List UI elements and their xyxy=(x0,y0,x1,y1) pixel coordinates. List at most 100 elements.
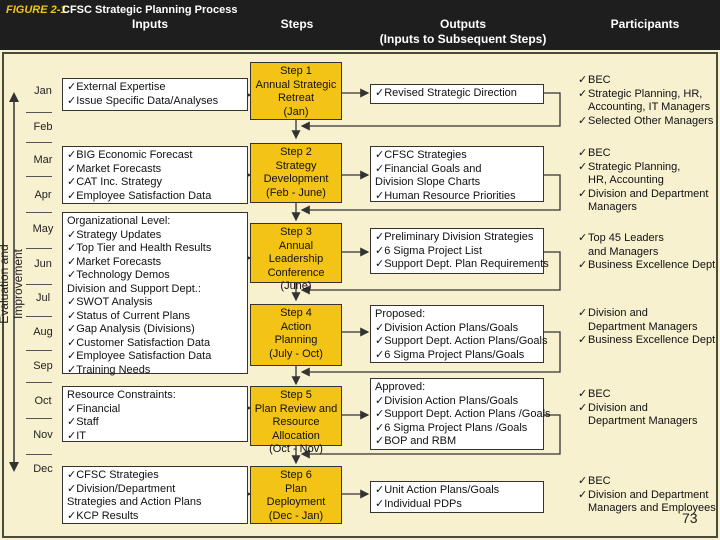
input-item: Division/Department Strategies and Actio… xyxy=(67,483,243,510)
month-label: Oct xyxy=(34,395,52,407)
participant-text: Division and Department Managers xyxy=(588,307,698,333)
output-item: Division Action Plans/Goals xyxy=(375,322,539,336)
step-line: Development xyxy=(263,173,329,185)
output-item: 6 Sigma Project List xyxy=(375,245,539,259)
step-dates: (July - Oct) xyxy=(269,347,323,360)
input-item: Market Forecasts xyxy=(67,256,243,270)
step-number: Step 6 xyxy=(280,469,312,481)
participant-text: BEC xyxy=(588,388,611,400)
month-divider xyxy=(26,112,52,113)
output-item: Unit Action Plans/Goals xyxy=(375,484,539,498)
participant-item: ✓Business Excellence Dept xyxy=(578,334,716,346)
month-label: Feb xyxy=(33,121,53,133)
inputs-box-5: Resource Constraints: Financial Staff IT xyxy=(62,386,248,442)
output-item: Preliminary Division Strategies xyxy=(375,231,539,245)
outputs-box-1: Revised Strategic Direction xyxy=(370,84,544,104)
outputs-box-4: Proposed: Division Action Plans/Goals Su… xyxy=(370,305,547,363)
input-item: Training Needs xyxy=(67,364,243,378)
output-item: Support Dept. Action Plans /Goals xyxy=(375,408,550,422)
output-item: Individual PDPs xyxy=(375,498,539,512)
participant-text: Top 45 Leaders and Managers xyxy=(588,232,664,258)
output-item: Revised Strategic Direction xyxy=(375,87,539,101)
participant-text: Division and Department Managers xyxy=(588,401,698,428)
participants-3: ✓Top 45 Leaders and Managers ✓Business E… xyxy=(578,232,718,273)
participant-item: ✓Top 45 Leaders and Managers xyxy=(578,232,664,258)
step-line: Deployment xyxy=(266,496,326,508)
output-group-header: Approved: xyxy=(375,381,426,393)
month-label: Nov xyxy=(33,429,53,441)
step-line: Annual Leadership xyxy=(268,239,324,266)
participants-6: ✓BEC ✓Division and Department Managers a… xyxy=(578,475,718,516)
month-divider xyxy=(26,248,52,249)
participant-text: Selected Other Managers xyxy=(588,114,714,127)
input-item: Issue Specific Data/Analyses xyxy=(67,95,243,109)
step-line: Resource Allocation xyxy=(272,416,320,442)
input-item: Technology Demos xyxy=(67,269,243,283)
participant-item: ✓Division and Department Managers xyxy=(578,401,698,428)
participant-text: Strategic Planning, HR, Accounting, IT M… xyxy=(588,87,711,114)
output-item: Support Dept. Action Plans/Goals xyxy=(375,335,547,349)
step-line: Conference xyxy=(267,266,325,279)
output-group-header: Proposed: xyxy=(375,308,426,320)
participant-text: BEC xyxy=(588,147,611,159)
month-divider xyxy=(26,316,52,317)
step-dates: (Feb - June) xyxy=(266,186,326,199)
input-item: Employee Satisfaction Data xyxy=(67,350,243,364)
month-divider xyxy=(26,418,52,419)
input-item: SWOT Analysis xyxy=(67,296,243,310)
diagram-frame xyxy=(2,52,718,538)
participants-4: ✓Division and Department Managers ✓Busin… xyxy=(578,307,718,348)
outputs-box-2: CFSC Strategies Financial Goals and Divi… xyxy=(370,146,544,202)
participant-text: Business Excellence Dept xyxy=(588,334,716,346)
step-line: Annual Strategic xyxy=(255,78,337,91)
input-item: CFSC Strategies xyxy=(67,469,243,483)
step-line: Action xyxy=(280,320,312,333)
participant-item: ✓Division and Department Managers xyxy=(578,187,709,214)
outputs-box-3: Preliminary Division Strategies 6 Sigma … xyxy=(370,228,549,274)
month-label: Jul xyxy=(35,292,51,304)
input-item: External Expertise xyxy=(67,81,243,95)
month-divider xyxy=(26,454,52,455)
step-line: Plan Review and xyxy=(254,402,338,415)
inputs-box-6: CFSC Strategies Division/Department Stra… xyxy=(62,466,248,524)
input-item: BIG Economic Forecast xyxy=(67,149,243,163)
month-divider xyxy=(26,142,52,143)
month-label: Sep xyxy=(33,360,53,372)
column-header-steps: Steps xyxy=(280,17,314,31)
output-item: BOP and RBM xyxy=(375,435,539,449)
output-item: CFSC Strategies xyxy=(375,149,539,163)
input-group-header: Organizational Level: xyxy=(67,215,171,227)
month-label: Jan xyxy=(34,85,52,97)
participant-item: ✓BEC xyxy=(578,388,611,400)
inputs-box-1: External Expertise Issue Specific Data/A… xyxy=(62,78,248,111)
input-item: Top Tier and Health Results xyxy=(67,242,243,256)
month-label: Aug xyxy=(33,326,53,338)
participant-text: Division and Department Managers xyxy=(588,187,709,214)
step-dates: (Oct - Nov) xyxy=(269,443,323,455)
figure-number: FIGURE 2-1 xyxy=(6,4,67,16)
step-line: Retreat xyxy=(277,92,315,104)
step-box-4: Step 4 Action Planning (July - Oct) xyxy=(250,304,342,366)
participant-text: BEC xyxy=(588,74,611,86)
participants-2: ✓BEC ✓Strategic Planning, HR, Accounting… xyxy=(578,147,718,215)
step-line: Planning xyxy=(274,334,318,346)
input-group-header: Resource Constraints: xyxy=(67,389,176,401)
participant-item: ✓BEC xyxy=(578,475,611,487)
participants-5: ✓BEC ✓Division and Department Managers xyxy=(578,388,718,429)
outputs-title: Outputs xyxy=(440,17,486,31)
double-arrow-icon xyxy=(9,92,19,472)
step-box-2: Step 2 Strategy Development (Feb - June) xyxy=(250,143,342,203)
input-item: Status of Current Plans xyxy=(67,310,243,324)
input-group-header: Division and Support Dept.: xyxy=(67,282,201,295)
input-item: IT xyxy=(67,430,243,444)
participant-item: ✓Division and Department Managers xyxy=(578,307,698,333)
month-divider xyxy=(26,350,52,351)
step-box-3: Step 3 Annual Leadership Conference (Jun… xyxy=(250,223,342,292)
step-number: Step 2 xyxy=(280,146,312,158)
column-header-participants: Participants xyxy=(610,17,680,31)
participant-text: Business Excellence Dept xyxy=(588,259,716,271)
month-label: Apr xyxy=(34,189,52,201)
participant-item: ✓Strategic Planning, HR, Accounting, IT … xyxy=(578,87,711,114)
participant-item: ✓BEC xyxy=(578,74,611,86)
figure-title: CFSC Strategic Planning Process xyxy=(62,4,238,16)
